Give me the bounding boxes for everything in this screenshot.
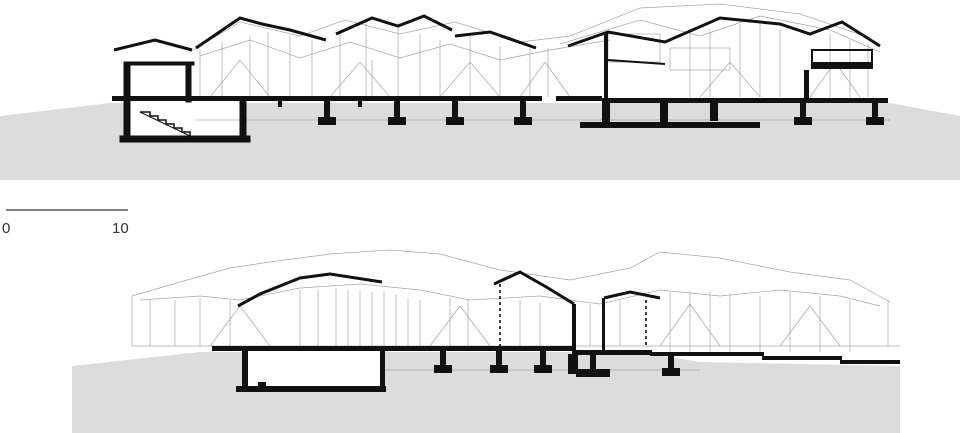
ground-bottom bbox=[72, 352, 900, 433]
floor-slab-top bbox=[112, 96, 888, 128]
scale-label-start: 0 bbox=[2, 220, 11, 237]
posts-bottom bbox=[499, 284, 647, 346]
section-bottom bbox=[72, 249, 900, 433]
floor-slab-bottom bbox=[212, 346, 900, 374]
footings-bottom bbox=[434, 351, 680, 377]
roof-cut-bottom bbox=[237, 270, 661, 308]
scale-label-end: 10 bbox=[112, 220, 129, 237]
basement-bottom bbox=[236, 351, 386, 392]
right-volume-top bbox=[604, 32, 873, 100]
walls-bottom bbox=[572, 298, 605, 354]
roof-cut-top bbox=[113, 14, 881, 52]
footings-top bbox=[278, 101, 884, 125]
section-top bbox=[0, 3, 960, 180]
